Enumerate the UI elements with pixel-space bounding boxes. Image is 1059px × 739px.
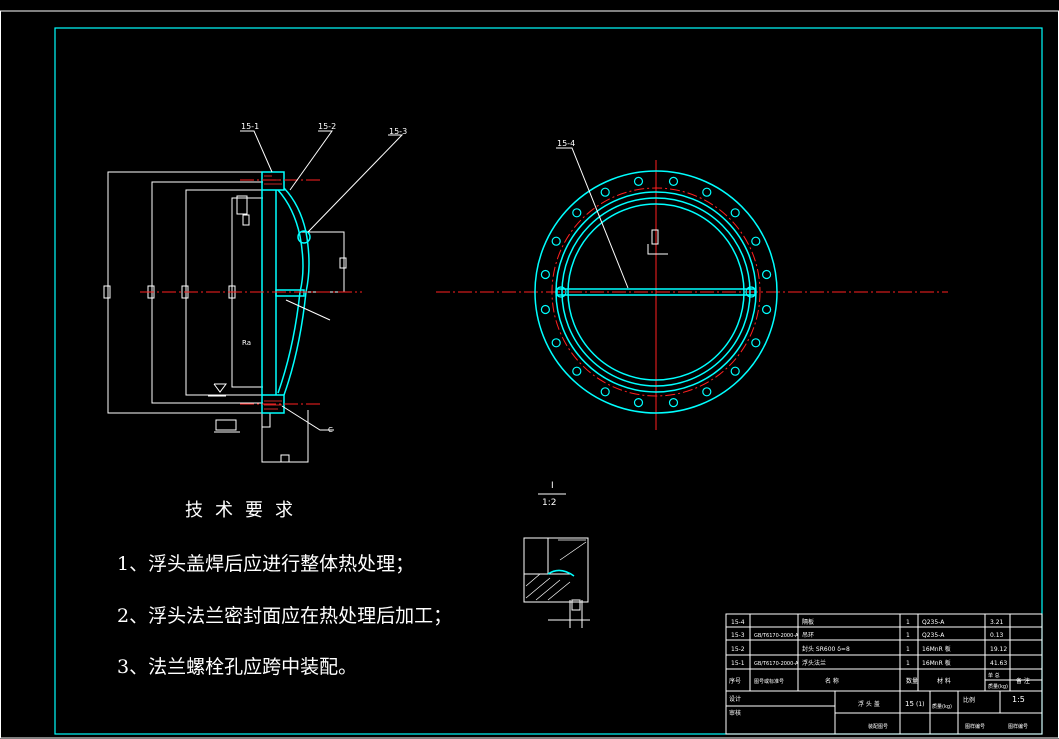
title-block-text: 3.21 [990,619,1004,626]
bolt-hole [600,187,610,197]
title-block [725,613,1043,735]
title-block-text: 15-2 [731,646,745,653]
title-block-text: 1 [906,660,910,667]
front-view [534,170,778,414]
bolt-hole [668,398,679,408]
svg-text:Ra: Ra [242,339,251,347]
bolt-hole [730,208,740,218]
title-block-text: 材 料 [937,677,951,685]
title-block-text: GB/T6170-2000-A [754,633,799,639]
title-block-text: 15-1 [731,660,745,667]
title-block-text: 图号或标准号 [754,678,784,685]
title-block-text: 隔板 [802,618,814,626]
bolt-hole [551,338,561,348]
bolt-hole [668,176,679,186]
title-block-text: 装配图号 [868,723,888,730]
detail-view: I 1:2 [523,481,590,628]
inner-frame [54,27,1043,735]
callout-15-4: 15-4 [557,139,575,148]
bolt-hole [751,236,761,246]
title-block-text: 1 [906,646,910,653]
bolt-hole [572,366,582,376]
title-block-text: 16MnR 板 [922,645,951,653]
title-block-text: 备 注 [1016,677,1030,685]
bolt-hole [633,398,644,408]
title-block-text: 单 总 [988,672,1000,679]
bolt-hole [730,366,740,376]
svg-text:I: I [551,481,554,491]
callout-15-1: 15-1 [241,122,259,131]
title-block-text: 15-3 [731,632,745,639]
requirement-2: 2、浮头法兰密封面应在热处理后加工； [117,605,453,627]
title-block-text: 15-4 [731,619,745,626]
bolt-hole [633,176,644,186]
callout-15-3: 15-3 [389,127,407,136]
title-block-text: (1) [916,701,925,708]
bolt-hole [572,208,582,218]
requirements-title: 技术要求 [185,500,305,521]
title-block-text: 0.13 [990,632,1004,639]
title-block-text: 数量 [906,677,918,685]
callout-c: C [328,426,333,434]
bolt-holes [540,176,772,408]
title-block-text: 吊环 [802,632,814,639]
title-block-text: 封头 SR600 δ=8 [802,645,850,653]
title-block-text: Q235-A [922,619,945,626]
title-block-text: 15 [905,700,914,708]
title-block-text: 质量(kg) [988,683,1008,690]
title-block-text: 41.63 [990,660,1007,667]
requirement-1: 1、浮头盖焊后应进行整体热处理； [117,553,415,575]
callout-15-2: 15-2 [318,122,336,131]
bolt-hole [751,338,761,348]
bolt-hole [702,387,712,397]
title-block-text: 图样编号 [965,723,985,730]
title-block-text: 名 称 [825,677,839,685]
bolt-hole [540,304,551,315]
title-block-text: 1 [906,632,910,639]
requirement-3: 3、法兰螺栓孔应跨中装配。 [117,656,358,678]
title-block-text: 16MnR 板 [922,659,951,667]
bolt-hole [761,304,772,315]
svg-text:1:2: 1:2 [542,498,556,508]
title-block-text: 设计 [729,695,741,703]
title-block-text: GB/T6170-2000-A [754,661,799,667]
title-block-text: 图样编号 [1008,723,1028,730]
title-block-text: 质量(kg) [932,703,952,710]
side-view: Ra [103,171,347,463]
title-block-text: 审核 [729,709,741,717]
title-block-text: Q235-A [922,632,945,639]
title-block-text: 比例 [963,696,975,704]
bolt-hole [702,187,712,197]
bolt-hole [540,269,551,280]
bolt-hole [761,269,772,280]
title-block-text: 1:5 [1012,695,1025,704]
title-block-text: 1 [906,619,910,626]
title-block-text: 序号 [729,677,741,685]
title-block-text: 浮头法兰 [802,659,826,667]
title-block-text: 浮 头 盖 [858,700,880,708]
bolt-hole [551,236,561,246]
title-block-text: 19.12 [990,646,1007,653]
bolt-hole [600,387,610,397]
